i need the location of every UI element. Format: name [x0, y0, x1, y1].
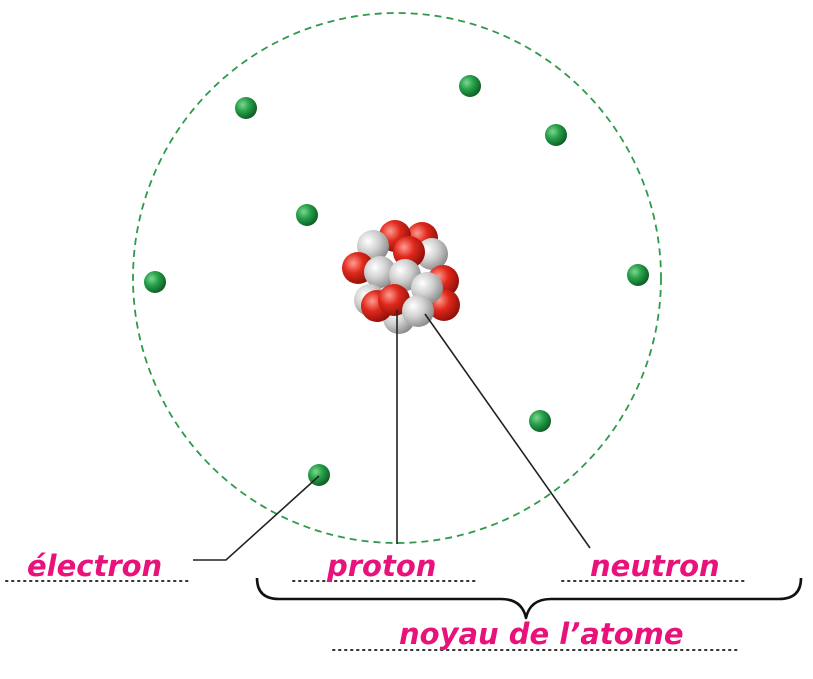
neutron-leader-line — [424, 313, 591, 549]
nucleus-label: noyau de l’atome — [399, 617, 684, 651]
leader-lines — [193, 310, 591, 561]
answer-dotted-lines — [5, 580, 746, 651]
nucleus-cluster — [342, 220, 460, 334]
neutron-sphere — [364, 256, 396, 288]
electron-particle — [545, 124, 567, 146]
nucleus-curly-brace — [255, 577, 803, 620]
electron-particle — [627, 264, 649, 286]
electron-particle — [529, 410, 551, 432]
electron-particle — [235, 97, 257, 119]
electron-particle — [144, 271, 166, 293]
atom-boundary-dashed-circle — [132, 12, 662, 544]
neutron-sphere — [416, 238, 448, 270]
electron-leader-line — [193, 475, 320, 561]
neutron-label: neutron — [590, 549, 720, 583]
proton-label: proton — [326, 549, 436, 583]
electron-particle — [459, 75, 481, 97]
neutron-sphere — [402, 295, 434, 327]
electron-particle — [296, 204, 318, 226]
electron-label: électron — [27, 549, 162, 583]
proton-sphere — [378, 284, 410, 316]
